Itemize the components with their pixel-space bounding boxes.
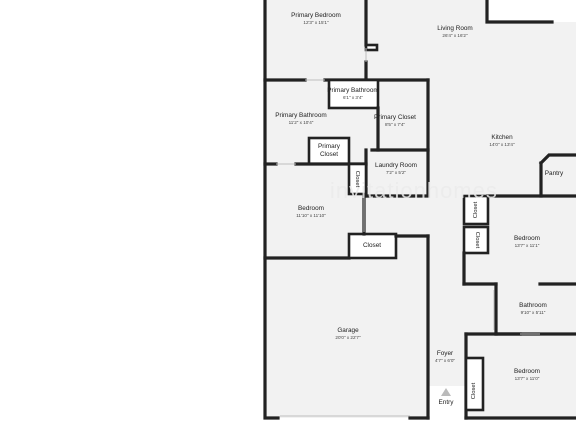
room-name: Entry [438,399,454,406]
room-laundry-room: Laundry Room 7'2" x 5'2" [375,162,417,176]
room-dims: 12'3" x 15'1" [303,20,329,25]
room-name: Bedroom [298,205,324,212]
room-closet-left: Closet [363,242,381,250]
room-dims: 13'7" x 11'1" [514,243,540,248]
room-dims: 11'10" x 11'10" [296,213,326,218]
room-primary-bathroom: Primary Bathroom 11'2" x 10'4" [275,112,327,126]
room-dims: 4'7" x 6'0" [434,358,456,363]
room-dims: 7'2" x 5'2" [385,170,407,175]
room-name: Primary Bedroom [291,12,341,19]
room-pantry: Pantry [545,170,563,178]
room-name: Living Room [437,25,473,32]
door-openings [276,48,540,417]
room-bedroom-left: Bedroom 11'10" x 11'10" [296,205,326,219]
room-dims: 11'2" x 10'4" [288,120,314,125]
room-bathroom: Bathroom 9'10" x 5'11" [519,302,547,316]
room-closet-bottom: Closet [471,382,477,400]
room-dims: 8'5" x 7'4" [384,122,406,127]
room-name: Garage [337,327,359,334]
room-name: Pantry [544,170,564,177]
room-primary-closet: Primary Closet 8'5" x 7'4" [374,114,416,128]
room-dims: 20'0" x 22'7" [335,335,361,340]
room-name: Kitchen [491,134,513,141]
room-primary-closet-small: Primary Closet [309,143,349,159]
room-dims: 13'7" x 11'0" [514,376,540,381]
room-living-room: Living Room 26'4" x 16'2" [437,25,473,39]
room-garage: Garage 20'0" x 22'7" [335,327,360,341]
entry-arrow [441,388,451,396]
room-name: Bedroom [514,368,540,375]
room-name: Primary Bathroom [275,112,327,119]
room-closet-laundry: Closet [354,170,360,188]
entry-label: Entry [439,399,454,407]
room-dims: 14'0" x 13'4" [489,142,515,147]
room-primary-bedroom: Primary Bedroom 12'3" x 15'1" [291,12,341,26]
room-dims: 26'4" x 16'2" [442,33,468,38]
room-foyer: Foyer 4'7" x 6'0" [435,350,455,364]
room-name: Primary Bathroom [327,87,379,94]
room-name: Closet [362,242,382,249]
room-name: Bathroom [519,302,547,309]
room-name: Foyer [436,350,454,357]
watermark: invitationhomes [330,178,498,203]
room-name: Bedroom [514,235,540,242]
room-primary-bathroom-small: Primary Bathroom 6'1" x 3'4" [327,87,379,101]
room-dims: 9'10" x 5'11" [520,310,546,315]
room-dims: 6'1" x 3'4" [342,95,364,100]
room-name: Primary Closet [317,143,340,158]
room-name: Primary Closet [374,114,416,121]
room-bedroom-right: Bedroom 13'7" x 11'1" [514,235,540,249]
room-name: Laundry Room [375,162,417,169]
room-kitchen: Kitchen 14'0" x 13'4" [489,134,514,148]
room-closet-mid1: Closet [473,201,479,219]
room-bedroom-bottom: Bedroom 13'7" x 11'0" [514,368,540,382]
room-closet-mid2: Closet [474,231,480,249]
